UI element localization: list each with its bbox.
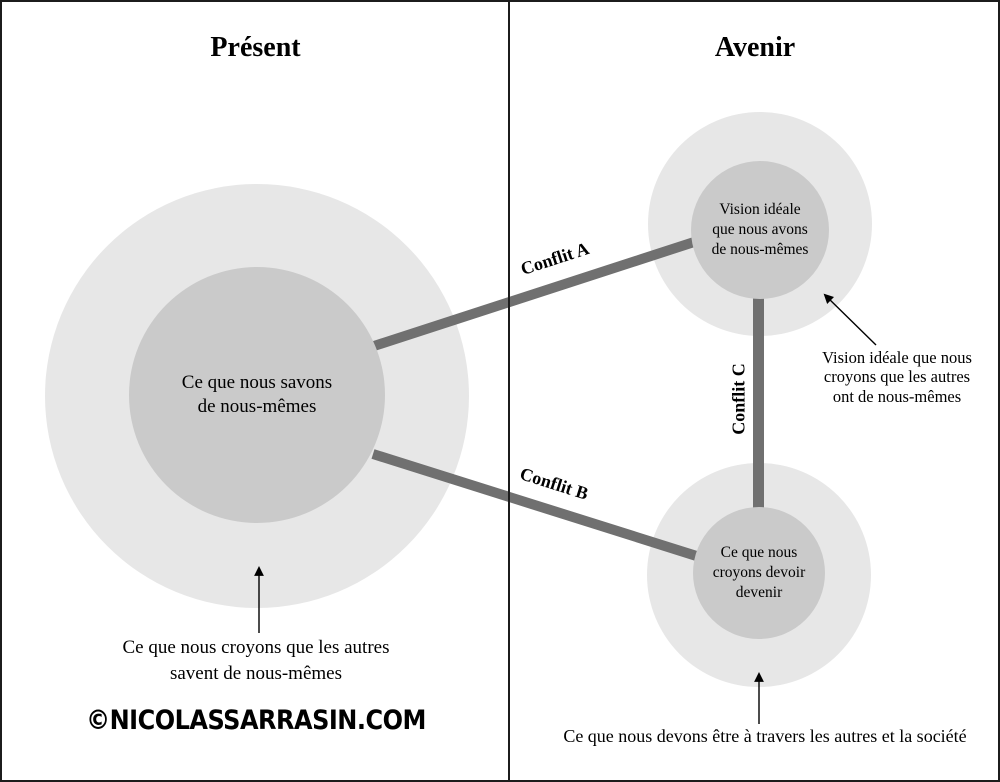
ideal-vision-inner-circle: Vision idéale que nous avons de nous-mêm… — [691, 161, 829, 299]
ideal-vision-annotation: Vision idéale que nous croyons que les a… — [822, 348, 972, 406]
known-self-inner-circle: Ce que nous savons de nous-mêmes — [129, 267, 385, 523]
conflict-c-label: Conflit C — [728, 363, 749, 435]
panel-divider-line — [508, 2, 510, 780]
conflict-c-line — [753, 293, 764, 509]
avenir-panel-title: Avenir — [714, 32, 796, 63]
becoming-label: Ce que nous croyons devoir devenir — [712, 543, 806, 602]
bottom-right-caption: Ce que nous devons être à travers les au… — [563, 726, 967, 746]
present-panel-title: Présent — [210, 32, 301, 63]
becoming-inner-circle: Ce que nous croyons devoir devenir — [693, 507, 825, 639]
nicolassarrasin-logo: ©NICOLASSARRASIN.COM — [86, 704, 426, 736]
ideal-vision-label: Vision idéale que nous avons de nous-mêm… — [711, 200, 809, 259]
left-caption: Ce que nous croyons que les autres saven… — [122, 637, 390, 684]
known-self-label: Ce que nous savons de nous-mêmes — [181, 371, 333, 417]
